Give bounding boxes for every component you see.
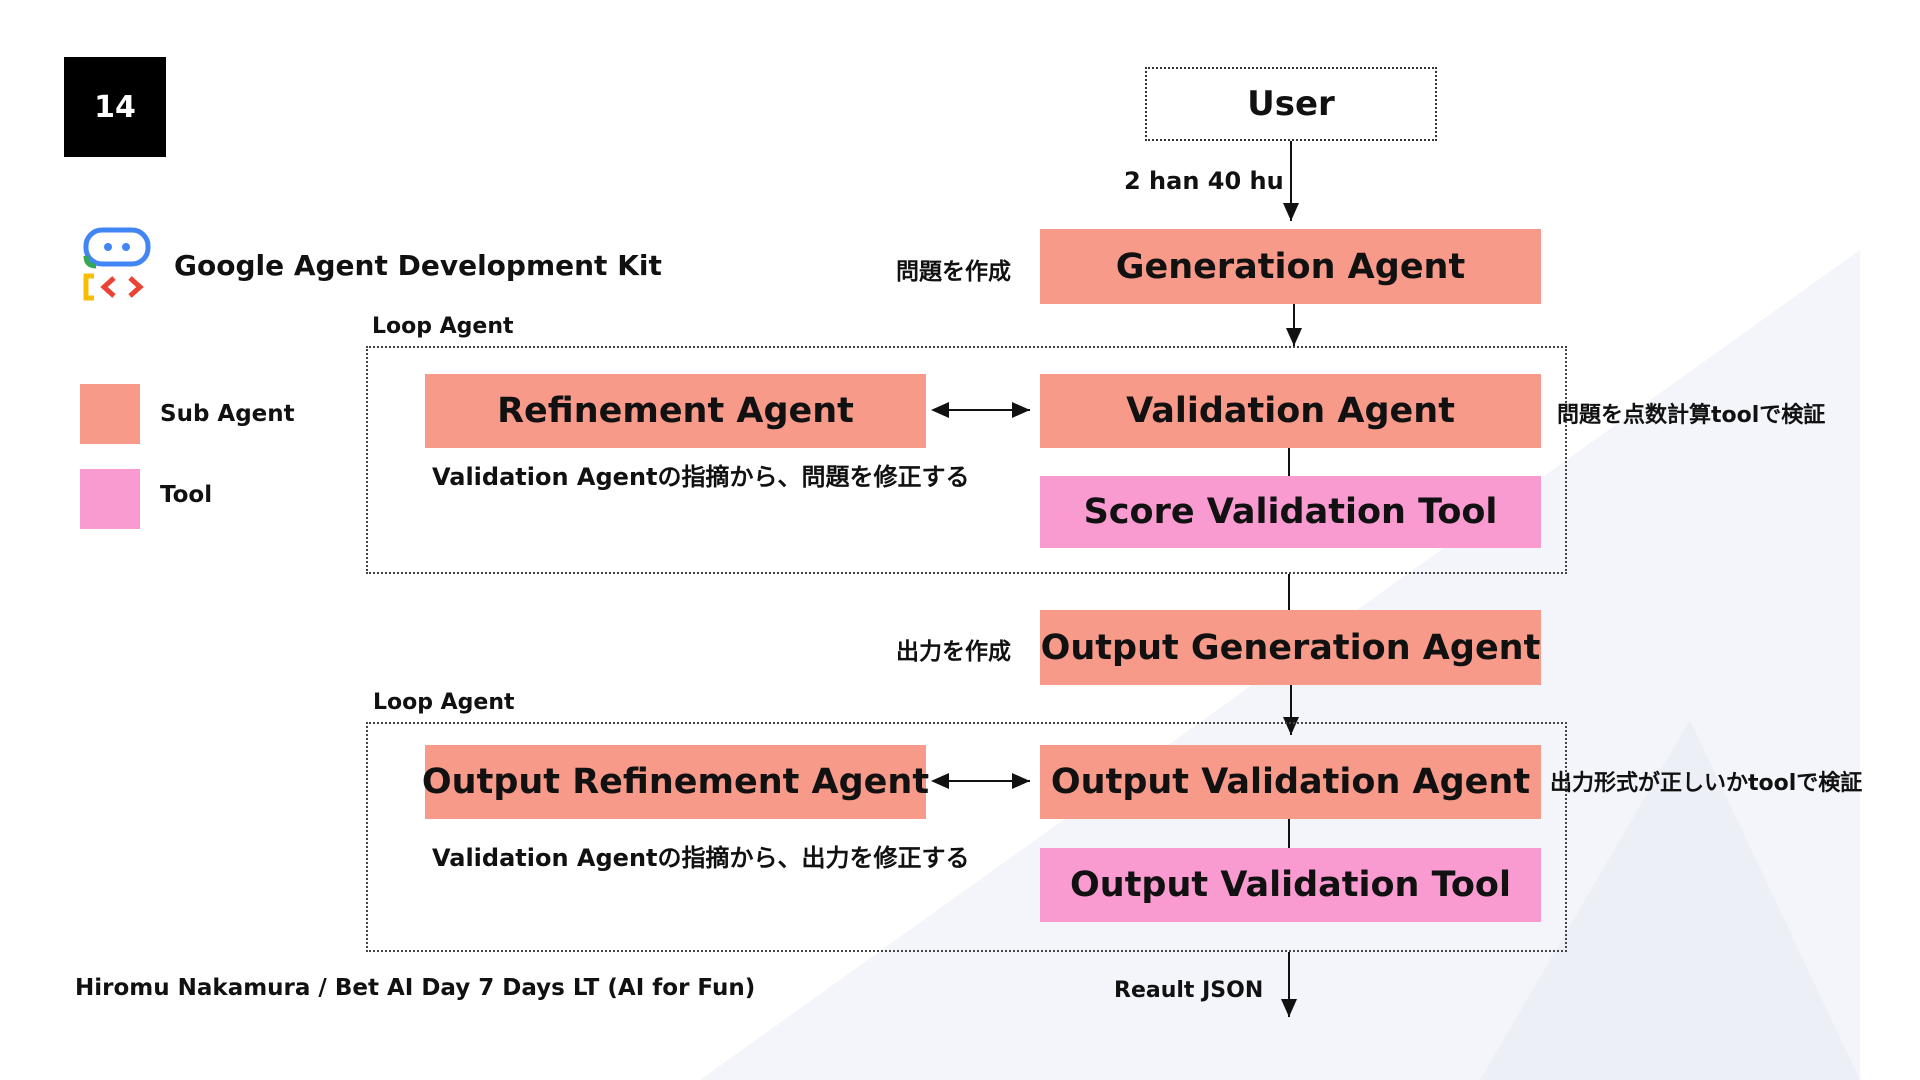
output-validation-agent: Output Validation Agent [1040,745,1541,819]
validation-note: 問題を点数計算toolで検証 [1557,403,1826,428]
footer-credit: Hiromu Nakamura / Bet AI Day 7 Days LT (… [75,975,756,1001]
legend-tool-swatch [80,469,140,529]
loop-agent-2-label: Loop Agent [373,690,515,715]
legend-sub-agent-swatch [80,384,140,444]
refinement-agent: Refinement Agent [425,374,926,448]
validation-agent: Validation Agent [1040,374,1541,448]
generation-agent: Generation Agent [1040,229,1541,304]
output-generation-note: 出力を作成 [896,639,1011,665]
kit-title: Google Agent Development Kit [174,249,662,282]
output-refinement-note: Validation Agentの指摘から、出力を修正する [432,844,970,872]
refinement-note: Validation Agentの指摘から、問題を修正する [432,463,970,491]
output-refinement-agent: Output Refinement Agent [422,745,929,819]
legend-sub-agent-label: Sub Agent [160,401,295,427]
input-label: 2 han 40 hu [1124,167,1284,195]
output-generation-agent: Output Generation Agent [1040,610,1541,685]
user-node: User [1145,67,1437,141]
loop-agent-2 [366,722,1567,952]
score-validation-tool: Score Validation Tool [1040,476,1541,548]
page-number: 14 [64,57,166,157]
loop-agent-1 [366,346,1567,574]
generation-note: 問題を作成 [896,259,1011,285]
legend-tool-label: Tool [160,482,213,508]
output-validation-note: 出力形式が正しいかtoolで検証 [1550,771,1863,796]
loop-agent-1-label: Loop Agent [372,314,514,339]
result-label: Reault JSON [1114,978,1264,1003]
output-validation-tool: Output Validation Tool [1040,848,1541,922]
adk-logo-icon [83,227,151,301]
